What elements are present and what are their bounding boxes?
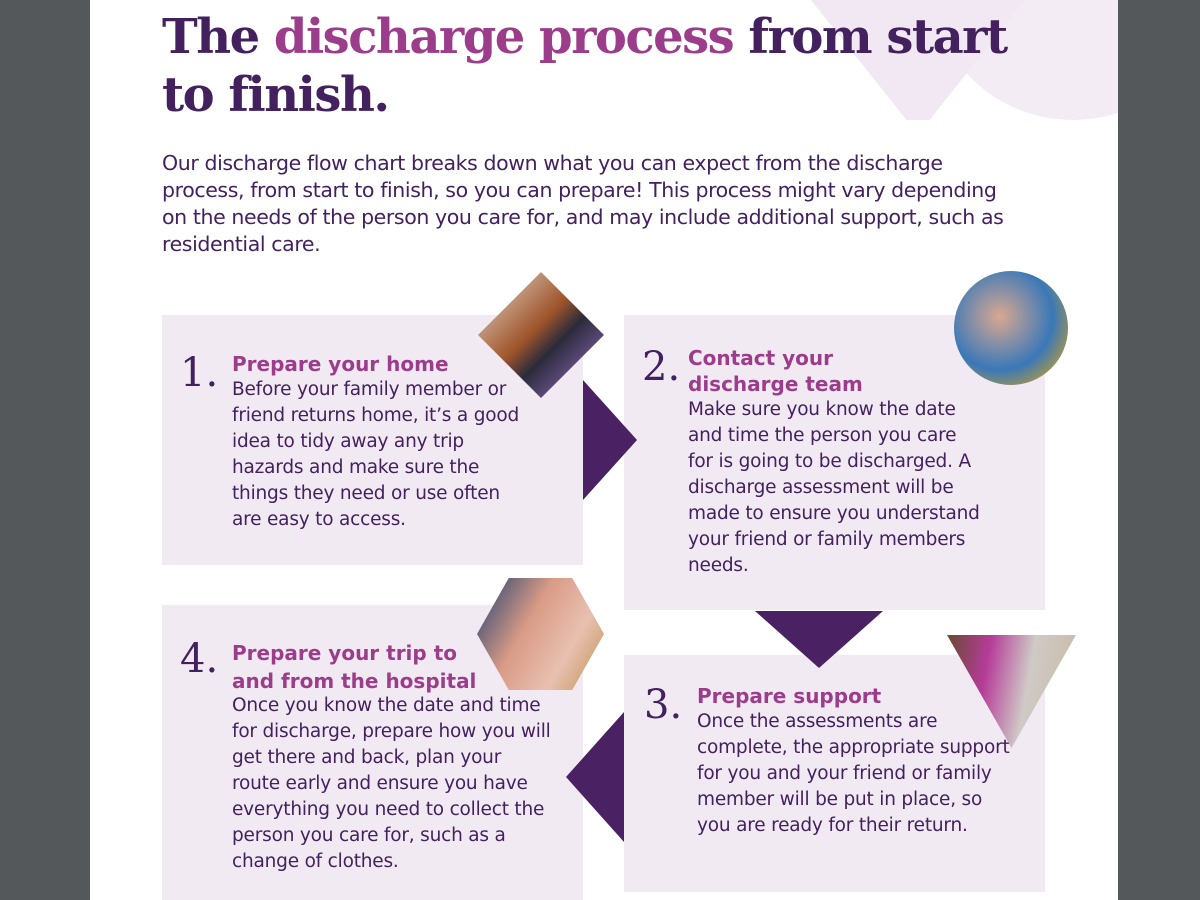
- step-title: Prepare your trip to and from the hospit…: [232, 641, 477, 693]
- photo-circle-phone: [954, 271, 1068, 385]
- step-card-3: 3. Prepare support Once the assessments …: [624, 655, 1045, 892]
- step-body: Make sure you know the date and time the…: [688, 399, 980, 576]
- document-page: The discharge process from start to fini…: [90, 0, 1118, 900]
- step-title: Contact your discharge team: [688, 346, 863, 396]
- photo-hexagon-wristband: [477, 578, 604, 690]
- step-title: Prepare your home: [232, 352, 449, 376]
- step-body: Once you know the date and time for disc…: [232, 695, 551, 872]
- step-number: 4.: [180, 636, 219, 682]
- intro-paragraph: Our discharge flow chart breaks down wha…: [162, 151, 1004, 256]
- step-title: Prepare support: [697, 684, 882, 708]
- page-title: The discharge process from start to fini…: [162, 9, 1008, 123]
- step-body: Before your family member or friend retu…: [232, 379, 520, 530]
- step-body: Once the assessments are complete, the a…: [697, 711, 1010, 836]
- step-number: 1.: [180, 350, 219, 396]
- step-card-1: 1. Prepare your home Before your family …: [162, 315, 583, 565]
- step-number: 3.: [644, 682, 683, 728]
- step-number: 2.: [642, 344, 681, 390]
